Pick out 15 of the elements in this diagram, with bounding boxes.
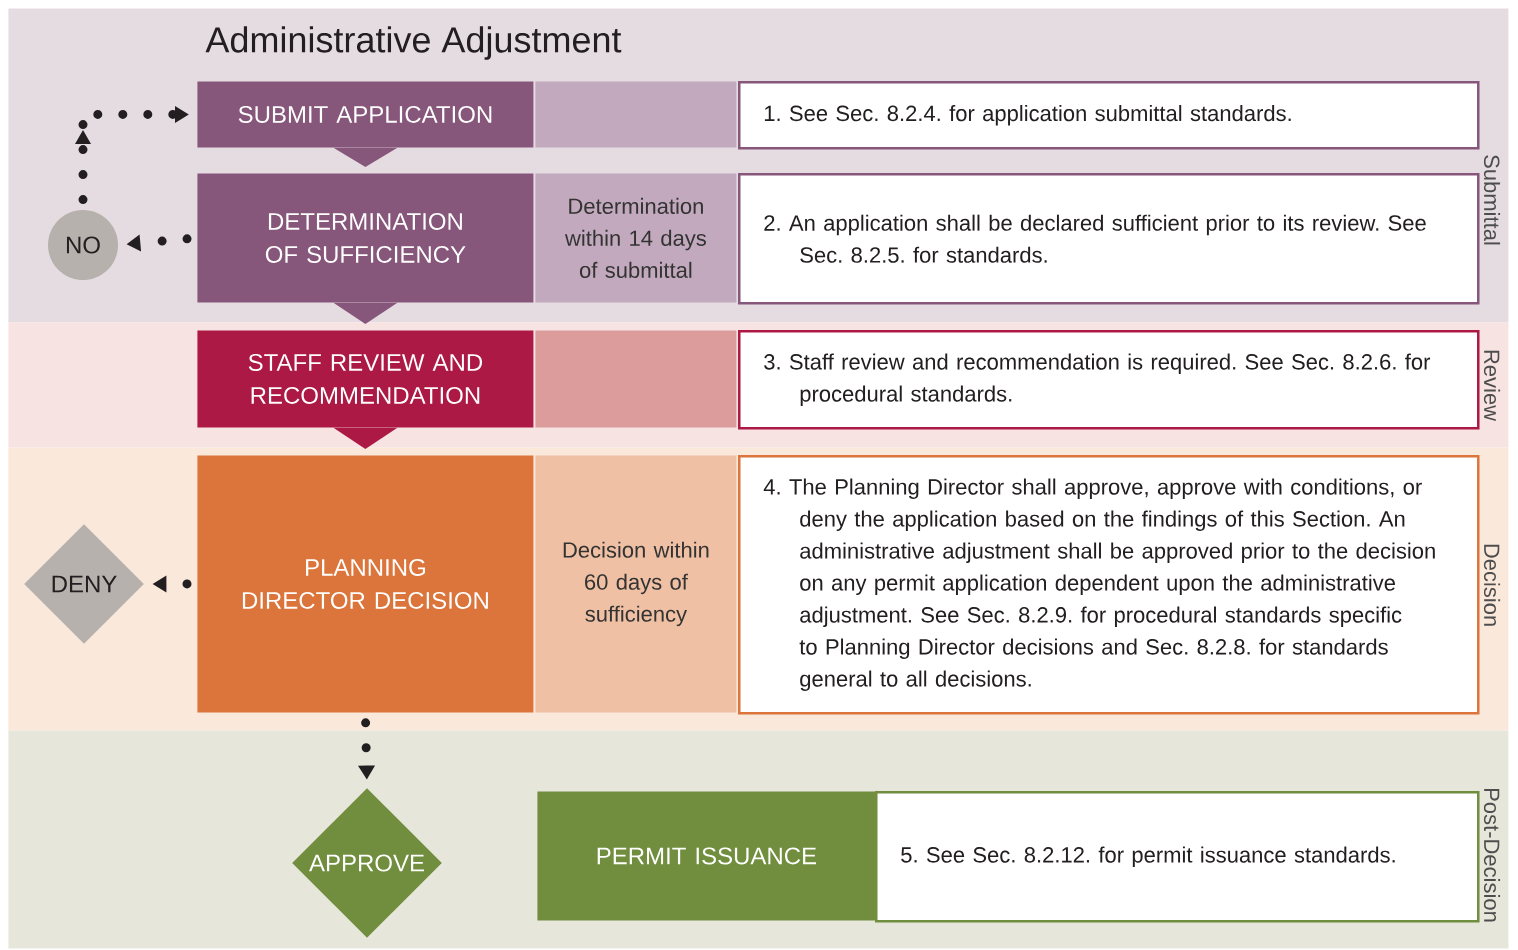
note-box: 1. See Sec. 8.2.4. for application submittal standards.: [738, 81, 1480, 150]
note-box: 4. The Planning Director shall approve, approve with conditions, or deny the application based on the findings of this Section. An administrative adjustment shall be approved prior to the decision on any permit application dependent upon the administrative adjustment. See Sec. 8.2.9. for procedural standards specific to Planning Director decisions and Sec. 8.2.8. for standards general to all decisions.: [738, 455, 1480, 715]
note-box: 3. Staff review and recommendation is required. See Sec. 8.2.6. for procedural standards.: [738, 330, 1480, 430]
arrow: [333, 427, 398, 449]
process-box: PERMIT ISSUANCE: [537, 791, 876, 921]
arrow: [333, 302, 398, 324]
note-box: 5. See Sec. 8.2.12. for permit issuance standards.: [875, 791, 1480, 923]
duration-cell: Determination within 14 days of submittal: [535, 173, 737, 303]
duration-cell: Decision within 60 days of sufficiency: [535, 455, 737, 713]
process-box: PLANNING DIRECTOR DECISION: [197, 455, 534, 713]
arrow: [333, 147, 398, 167]
duration-cell: [535, 330, 737, 428]
duration-cell: [535, 81, 737, 148]
note-box: 2. An application shall be declared sufficient prior to its review. See Sec. 8.2.5. for standards.: [738, 173, 1480, 305]
title: Administrative Adjustment: [205, 26, 622, 60]
